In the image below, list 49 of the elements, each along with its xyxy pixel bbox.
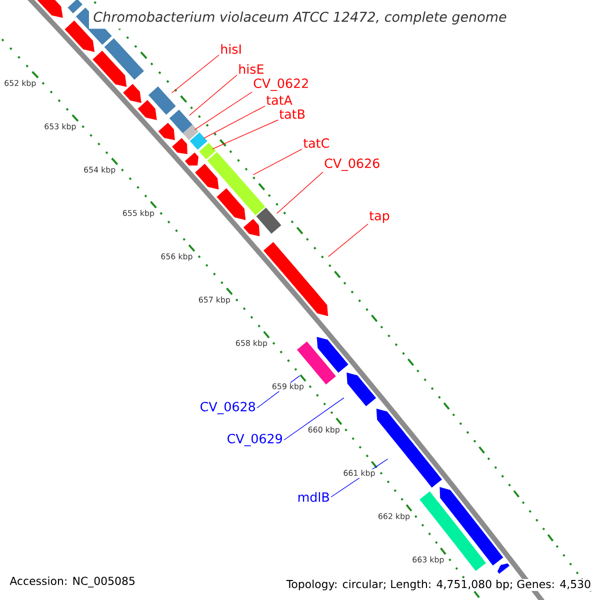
gene-label: CV_0628: [200, 402, 255, 414]
leader-line: [252, 148, 302, 176]
leader-line: [276, 172, 324, 214]
leader-line: [194, 92, 252, 130]
gene-block: [138, 100, 157, 120]
gene-label: hisE: [239, 64, 264, 74]
gene-label: CV_0626: [324, 158, 380, 171]
gene-bar: [199, 142, 216, 160]
genome-summary-text: Topology: circular; Length: 4,751,080 bp; Genes: 4,530: [286, 579, 592, 592]
gene-block: [263, 242, 328, 316]
gene-block: [376, 408, 442, 488]
gene-label: tatC: [303, 138, 329, 148]
gene-block: [346, 372, 376, 406]
gene-bar: [182, 124, 199, 140]
gene-label: hisI: [221, 44, 241, 54]
gene-bar: [296, 341, 336, 385]
gene-label: CV_0629: [228, 434, 282, 446]
gene-block: [92, 50, 127, 87]
gene-label: mdlB: [298, 492, 329, 502]
leader-line: [328, 224, 368, 257]
accession-text: Accession: NC_005085: [10, 576, 134, 588]
gene-block: [64, 20, 95, 52]
gene-block: [216, 188, 246, 220]
leader-line: [284, 397, 344, 440]
gene-block: [158, 122, 175, 140]
gene-label: tap: [369, 211, 390, 223]
gene-bar: [190, 132, 208, 150]
gene-bar: [169, 110, 194, 134]
gene-block: [34, 0, 63, 18]
gene-bar: [68, 0, 83, 14]
gene-block: [243, 218, 260, 236]
gene-bar: [104, 38, 144, 80]
gene-block: [497, 563, 510, 574]
gene-block: [123, 84, 142, 104]
leader-line: [212, 120, 278, 150]
gene-block: [316, 336, 348, 373]
gene-bar: [148, 86, 176, 115]
gene-label: tatB: [279, 109, 305, 119]
leader-line: [203, 106, 266, 139]
leader-line: [188, 74, 238, 116]
gene-block: [195, 164, 219, 190]
leader-line: [171, 54, 220, 94]
gene-bar: [256, 208, 282, 234]
gene-block: [172, 138, 188, 154]
gene-bar: [207, 152, 266, 216]
gene-block: [184, 152, 198, 166]
title: Chromobacterium violaceum ATCC 12472, complete genome: [88, 7, 512, 29]
gene-label: CV_0622: [254, 78, 308, 91]
gene-label: tatA: [266, 95, 292, 105]
